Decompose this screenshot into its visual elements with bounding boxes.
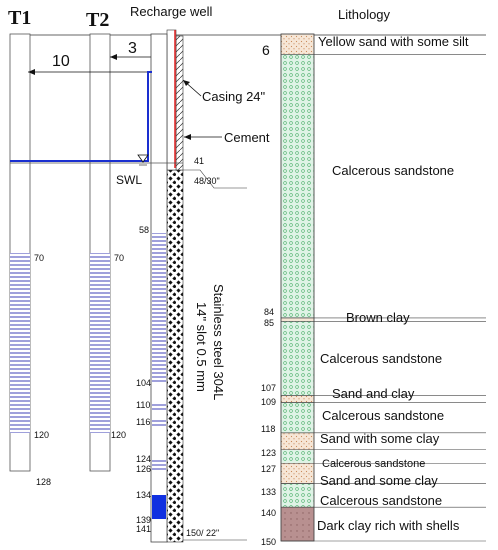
- well-depth-8: 139: [136, 515, 151, 525]
- litho-layer-8: [280, 463, 315, 484]
- t1-screen-bottom: 120: [34, 430, 49, 440]
- gravel-pack: [166, 169, 184, 543]
- litho-layer-5: [280, 402, 315, 434]
- t2-screen-bottom: 120: [111, 430, 126, 440]
- cement-arrow-icon: [184, 134, 191, 140]
- litho-depth-4: 109: [261, 397, 276, 407]
- swl-label: SWL: [116, 173, 142, 187]
- litho-label-0: Yellow sand with some silt: [318, 34, 469, 49]
- litho-depth-3: 107: [261, 383, 276, 393]
- litho-depth-10: 150: [261, 537, 276, 547]
- distance-label-t2: 3: [128, 40, 137, 57]
- litho-label-2: Brown clay: [346, 310, 410, 325]
- arrowhead-t1: [28, 69, 35, 75]
- litho-depth-5: 118: [261, 424, 275, 434]
- well-depth-9: 141: [136, 524, 151, 534]
- litho-label-6: Sand with some clay: [320, 431, 440, 446]
- litho-label-7: Calcerous sandstone: [322, 458, 425, 470]
- well-depth-4: 116: [136, 417, 150, 427]
- well-screen-mid-1: [152, 403, 166, 412]
- well-screen-mid-2: [152, 420, 166, 426]
- screen-label-line2: 14" slot 0.5 mm: [194, 302, 209, 392]
- litho-layer-1: [280, 54, 315, 319]
- litho-label-9: Calcerous sandstone: [320, 493, 442, 508]
- well-screen-upper: [152, 233, 166, 383]
- casing-arrow-icon: [183, 80, 190, 86]
- bottom-depth-label: 150/ 22": [186, 528, 219, 538]
- recharge-pipe: [10, 71, 152, 162]
- litho-depth-1: 84: [264, 307, 274, 317]
- litho-label-10: Dark clay rich with shells: [317, 518, 460, 533]
- t2-screen-top: 70: [114, 253, 124, 263]
- litho-label-8: Sand and some clay: [320, 473, 438, 488]
- pump-block: [152, 495, 166, 519]
- t1-screen-top: 70: [34, 253, 44, 263]
- litho-layer-9: [280, 483, 315, 508]
- litho-label-1: Calcerous sandstone: [332, 163, 454, 178]
- cement-zone: [175, 35, 184, 171]
- litho-depth-2: 85: [264, 318, 274, 328]
- litho-depth-0: 6: [262, 42, 270, 58]
- well-depth-3: 110: [136, 400, 150, 410]
- t1-header: T1: [8, 7, 31, 29]
- litho-layer-2: [280, 317, 315, 322]
- well-screen-lower: [152, 458, 166, 470]
- t2-screen: [90, 253, 110, 433]
- litho-layer-3: [280, 321, 315, 396]
- well-depth-2: 104: [136, 378, 151, 388]
- well-depth-7: 134: [136, 490, 151, 500]
- t2-header: T2: [86, 9, 109, 31]
- lithology-header: Lithology: [338, 7, 391, 22]
- litho-layer-4: [280, 395, 315, 403]
- litho-label-4: Sand and clay: [332, 386, 415, 401]
- litho-layer-0: [280, 33, 315, 55]
- litho-depth-8: 133: [261, 487, 276, 497]
- litho-layer-10: [280, 506, 315, 542]
- well-depth-0: 41: [194, 156, 204, 166]
- casing-depth-bracket: [183, 169, 247, 189]
- litho-layer-6: [280, 432, 315, 450]
- distance-label-t1: 10: [52, 53, 70, 70]
- t1-total-depth: 128: [36, 477, 51, 487]
- well-depth-1: 58: [139, 225, 149, 235]
- casing-depth-label: 48/30": [194, 176, 220, 186]
- well-depth-5: 124: [136, 454, 151, 464]
- litho-label-5: Calcerous sandstone: [322, 408, 444, 423]
- litho-label-3: Calcerous sandstone: [320, 351, 442, 366]
- litho-depth-7: 127: [261, 464, 276, 474]
- cement-label: Cement: [224, 130, 270, 145]
- casing-label: Casing 24": [202, 89, 266, 104]
- swl-marker-icon: [137, 154, 149, 163]
- arrowhead-t2: [110, 54, 117, 60]
- recharge-well-header: Recharge well: [130, 4, 212, 19]
- t1-screen: [10, 253, 30, 433]
- litho-layer-7: [280, 449, 315, 464]
- litho-depth-9: 140: [261, 508, 276, 518]
- screen-label-line1: Stainless steel 304L: [211, 284, 226, 400]
- litho-depth-6: 123: [261, 448, 276, 458]
- well-depth-6: 126: [136, 464, 151, 474]
